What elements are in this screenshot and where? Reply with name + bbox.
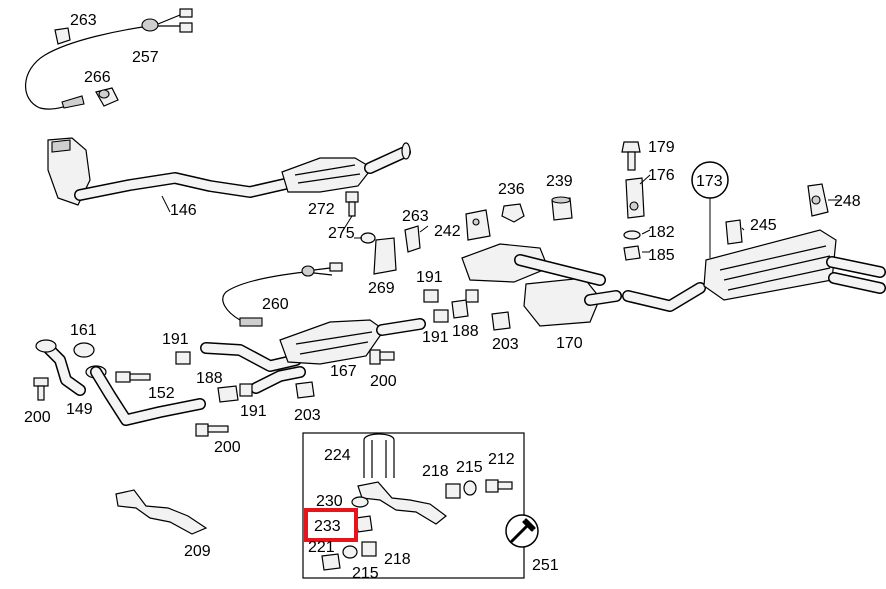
label-263: 263	[70, 12, 97, 29]
label-146: 146	[170, 202, 197, 219]
nut-203-mid	[295, 381, 315, 399]
label-275: 275	[328, 225, 355, 242]
oxygen-sensor-257	[25, 8, 193, 110]
bolt-200-left	[33, 377, 49, 401]
label-269: 269	[368, 280, 395, 297]
label-161: 161	[70, 322, 97, 339]
label-233: 233	[314, 518, 341, 535]
washer-182	[623, 230, 641, 240]
seal-191-mid	[175, 351, 191, 365]
plug-272	[345, 191, 359, 217]
nut-185	[623, 245, 641, 261]
label-251: 251	[532, 557, 559, 574]
hanger-248	[807, 183, 829, 217]
label-221: 221	[308, 539, 335, 556]
seals-191-right	[423, 289, 479, 323]
label-209: 209	[184, 543, 211, 560]
catalytic-converter-146	[47, 137, 411, 206]
label-224: 224	[324, 447, 351, 464]
label-245: 245	[750, 217, 777, 234]
mount-239	[551, 196, 573, 221]
label-191-d: 191	[422, 329, 449, 346]
label-266: 266	[84, 69, 111, 86]
label-200-b: 200	[214, 439, 241, 456]
bracket-209	[115, 489, 208, 535]
clamp-266	[95, 87, 119, 107]
wrench-icon	[505, 514, 539, 548]
label-215-a: 215	[456, 459, 483, 476]
gasket-161	[73, 342, 95, 358]
highlight-233	[304, 508, 358, 542]
label-185: 185	[648, 247, 675, 264]
label-248: 248	[834, 193, 861, 210]
label-173: 173	[696, 173, 723, 190]
label-149: 149	[66, 401, 93, 418]
intermediate-pipe-167	[200, 318, 426, 394]
nut-203-right	[491, 311, 511, 331]
clip-263-top	[54, 27, 71, 45]
label-203-a: 203	[294, 407, 321, 424]
bolt-200-mid	[369, 349, 395, 365]
front-pipe-149	[35, 339, 206, 426]
label-215-b: 215	[352, 565, 379, 582]
label-179: 179	[648, 139, 675, 156]
label-176: 176	[648, 167, 675, 184]
label-200-c: 200	[370, 373, 397, 390]
label-182: 182	[648, 224, 675, 241]
mount-242	[465, 209, 491, 241]
label-212: 212	[488, 451, 515, 468]
oxygen-sensor-260	[222, 262, 343, 327]
callout-173	[691, 161, 729, 258]
bolt-200-lower	[195, 423, 229, 437]
label-257: 257	[132, 49, 159, 66]
label-170: 170	[556, 335, 583, 352]
mount-236	[501, 203, 525, 223]
seal-191-low	[239, 383, 253, 397]
label-272: 272	[308, 201, 335, 218]
rear-muffler-173	[622, 229, 886, 312]
bracket-269	[373, 237, 397, 275]
label-242: 242	[434, 223, 461, 240]
label-239: 239	[546, 173, 573, 190]
label-230: 230	[316, 493, 343, 510]
mounting-kit-box	[302, 432, 525, 579]
clamp-176	[625, 177, 645, 219]
label-218-a: 218	[422, 463, 449, 480]
label-191-c: 191	[416, 269, 443, 286]
bracket-263	[404, 225, 421, 253]
label-191-b: 191	[240, 403, 267, 420]
label-167: 167	[330, 363, 357, 380]
bolt-179	[621, 141, 641, 171]
washer-275	[360, 232, 376, 244]
label-203-b: 203	[492, 336, 519, 353]
bolt-152	[115, 371, 151, 383]
label-188-a: 188	[196, 370, 223, 387]
label-200-a: 200	[24, 409, 51, 426]
label-191-a: 191	[162, 331, 189, 348]
label-218-b: 218	[384, 551, 411, 568]
label-188-b: 188	[452, 323, 479, 340]
label-260: 260	[262, 296, 289, 313]
label-152: 152	[148, 385, 175, 402]
leader-lines	[161, 174, 840, 253]
center-muffler-170	[461, 243, 622, 327]
gasket-188-right	[451, 299, 469, 319]
gasket-188-mid	[217, 385, 239, 403]
label-236: 236	[498, 181, 525, 198]
mount-245	[725, 219, 743, 245]
label-263-b: 263	[402, 208, 429, 225]
